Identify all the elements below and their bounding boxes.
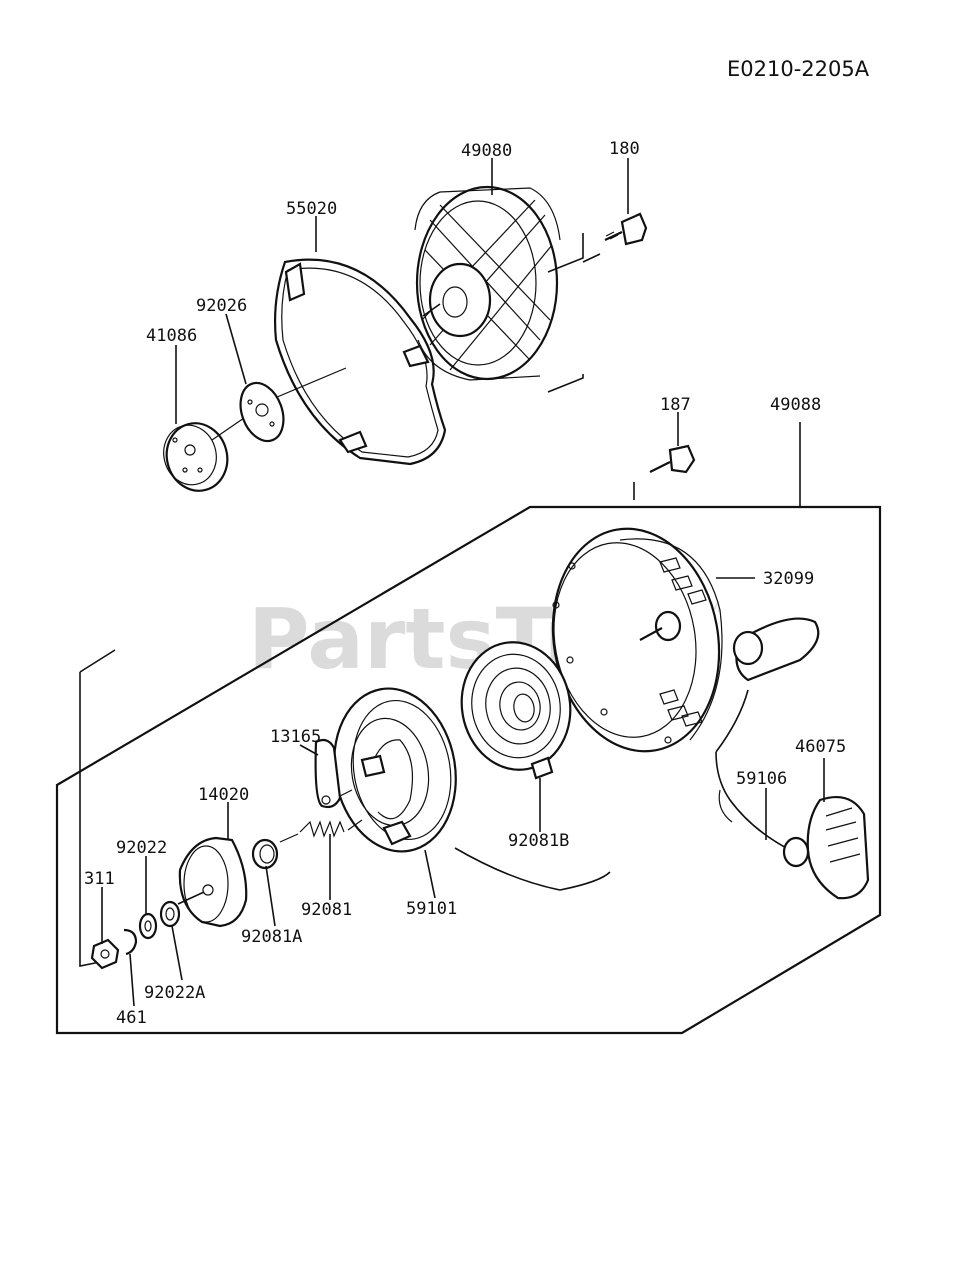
part-labels: 49080 180 55020 92026 41086 187 49088 32… [84, 139, 846, 1028]
label-92026[interactable]: 92026 [196, 296, 247, 316]
label-461[interactable]: 461 [116, 1008, 147, 1028]
label-311[interactable]: 311 [84, 869, 115, 889]
label-14020[interactable]: 14020 [198, 785, 249, 805]
label-187[interactable]: 187 [660, 395, 691, 415]
part-55020-gasket[interactable] [269, 258, 447, 466]
label-49088[interactable]: 49088 [770, 395, 821, 415]
part-92022A-washer[interactable] [159, 900, 181, 928]
part-92026-plate[interactable] [233, 377, 291, 447]
part-92022-washer[interactable] [138, 912, 158, 940]
part-180-bolt[interactable] [604, 212, 648, 246]
part-461-circlip[interactable] [123, 928, 138, 956]
part-92081A-spring[interactable] [251, 838, 279, 870]
label-59101[interactable]: 59101 [406, 899, 457, 919]
part-41086-pulley[interactable] [157, 416, 245, 497]
part-92081B-spring[interactable] [452, 634, 581, 780]
part-49080-rotor[interactable] [414, 185, 561, 381]
label-41086[interactable]: 41086 [146, 326, 197, 346]
label-59106[interactable]: 59106 [736, 769, 787, 789]
part-187-bolt[interactable] [633, 444, 696, 500]
diagram-code: E0210-2205A [727, 57, 870, 81]
label-46075[interactable]: 46075 [795, 737, 846, 757]
label-92081A[interactable]: 92081A [241, 927, 302, 947]
part-46075-handle[interactable] [782, 796, 870, 900]
part-92081-spring[interactable] [279, 819, 363, 843]
label-49080[interactable]: 49080 [461, 141, 512, 161]
label-92022A[interactable]: 92022A [144, 983, 205, 1003]
label-180[interactable]: 180 [609, 139, 640, 159]
assembly-outline [55, 505, 882, 1035]
leader-lines [101, 158, 825, 1007]
part-59106-rope[interactable] [715, 689, 791, 851]
label-92081[interactable]: 92081 [301, 900, 352, 920]
label-13165[interactable]: 13165 [270, 727, 321, 747]
part-32099-case[interactable] [536, 515, 820, 764]
part-14020-ratchet[interactable] [177, 836, 248, 928]
label-55020[interactable]: 55020 [286, 199, 337, 219]
part-13165-pawl[interactable] [314, 738, 353, 809]
label-92081B[interactable]: 92081B [508, 831, 569, 851]
part-59101-reel[interactable] [322, 679, 611, 891]
part-311-nut[interactable] [90, 938, 120, 970]
label-92022[interactable]: 92022 [116, 838, 167, 858]
label-32099[interactable]: 32099 [763, 569, 814, 589]
